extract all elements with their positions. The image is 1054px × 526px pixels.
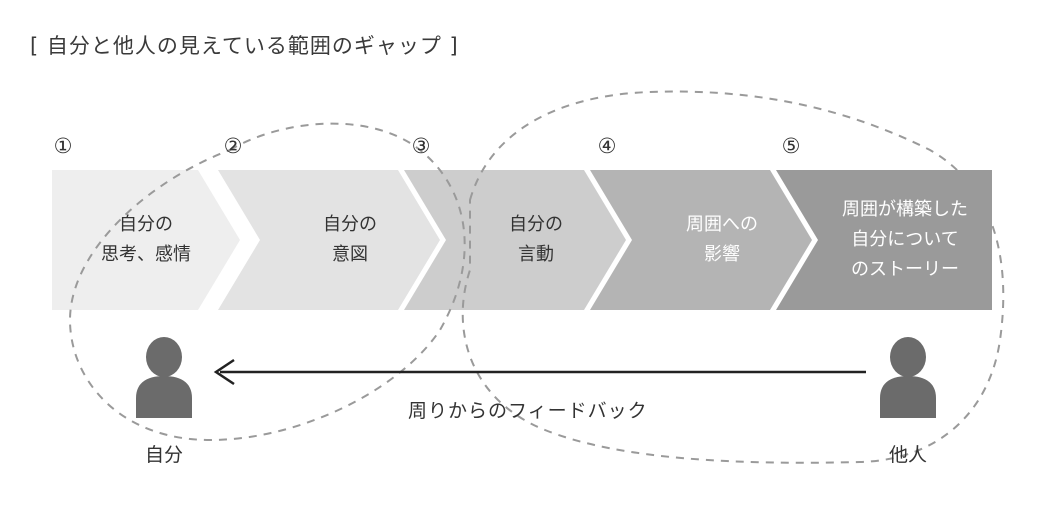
step-label-2: 自分の 意図 <box>260 170 440 310</box>
step-label-5: 周囲が構築した 自分について のストーリー <box>818 170 992 310</box>
chevron-step-2 <box>218 170 440 310</box>
arrow-left-icon <box>213 358 866 386</box>
step-number-5: ⑤ <box>781 134 801 158</box>
feedback-label: 周りからのフィードバック <box>408 400 648 422</box>
step-label-line: 自分について <box>851 229 959 250</box>
step-label-line: 自分の <box>323 214 377 235</box>
step-label-line: 自分の <box>509 214 563 235</box>
other-view-outline <box>461 90 1005 464</box>
person-icon <box>880 337 936 418</box>
step-label-line: 周囲への <box>686 214 758 235</box>
step-number-1: ① <box>53 134 73 158</box>
step-number-3: ③ <box>411 134 431 158</box>
chevron-step-1 <box>52 170 240 310</box>
chevron-step-5 <box>776 170 992 310</box>
step-label-line: 自分の <box>119 214 173 235</box>
self-view-outline <box>68 122 466 442</box>
step-label-line: のストーリー <box>851 259 959 280</box>
step-label-1: 自分の 思考、感情 <box>52 170 240 310</box>
step-label-4: 周囲への 影響 <box>632 170 812 310</box>
step-number-4: ④ <box>597 134 617 158</box>
step-label-line: 影響 <box>704 244 740 265</box>
self-label: 自分 <box>144 444 183 466</box>
step-label-3: 自分の 言動 <box>446 170 626 310</box>
step-label-line: 周囲が構築した <box>842 199 968 220</box>
process-chevrons <box>52 170 992 310</box>
diagram-title: [ 自分と他人の見えている範囲のギャップ ] <box>30 34 459 58</box>
chevron-step-4 <box>590 170 812 310</box>
step-label-line: 思考、感情 <box>101 244 191 265</box>
person-icon <box>136 337 192 418</box>
step-number-2: ② <box>223 134 243 158</box>
step-label-line: 意図 <box>332 244 368 265</box>
other-label: 他人 <box>888 444 927 466</box>
step-label-line: 言動 <box>518 244 554 265</box>
chevron-step-3 <box>404 170 626 310</box>
